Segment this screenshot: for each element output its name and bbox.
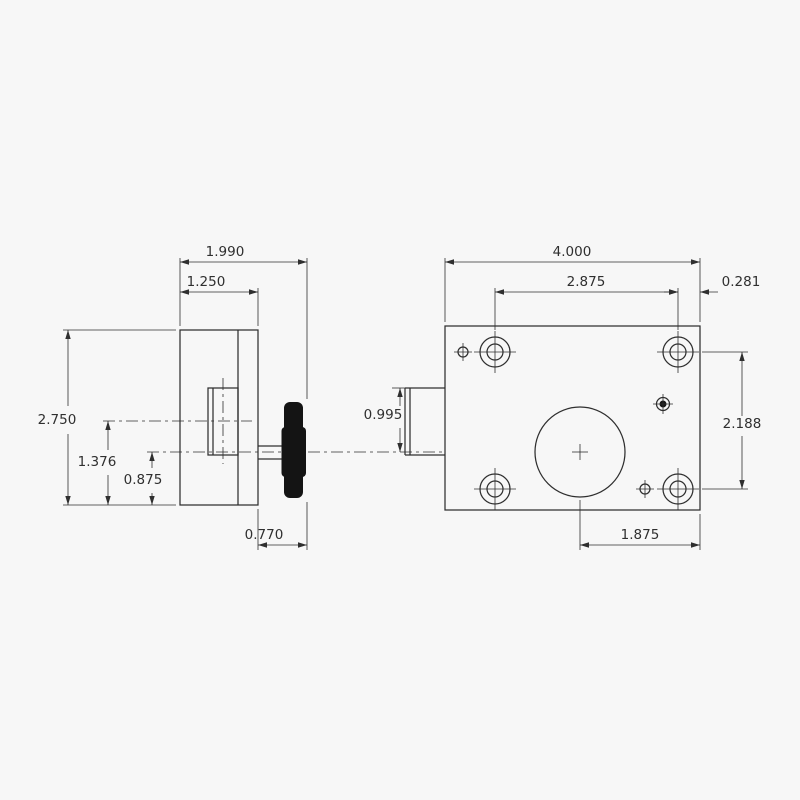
front-view — [404, 325, 701, 511]
dim-label-center-to-right-edge: 1.875 — [621, 527, 660, 543]
dim-label-boss-center-height: 1.376 — [78, 454, 117, 470]
dim-label-hole-spacing-y: 2.188 — [723, 416, 762, 432]
dim-label-knob-protrusion: 0.770 — [245, 527, 284, 543]
side-boss-outline — [207, 387, 239, 456]
front-view-dimensions: 4.000 2.875 0.281 0.995 2.188 1.875 — [364, 244, 762, 550]
small-hole-top-left — [454, 343, 472, 361]
dim-label-right-edge-offset: 0.281 — [722, 274, 761, 290]
dim-label-hole-spacing-x: 2.875 — [567, 274, 606, 290]
front-body-outline — [444, 325, 701, 511]
side-view-dimensions: 1.990 1.250 2.750 1.376 0.875 0.770 — [38, 244, 308, 550]
small-hole-bottom — [636, 480, 654, 498]
filled-dowel-hole — [653, 394, 673, 414]
side-body-outline — [179, 329, 259, 506]
dim-label-side-body-width: 1.250 — [187, 274, 226, 290]
knob-band — [281, 427, 306, 477]
dim-label-front-overall-width: 4.000 — [553, 244, 592, 260]
counterbore-hole-top-right — [657, 331, 699, 373]
knurled-knob-silhouette — [281, 402, 306, 498]
dim-label-boss-top-to-centerline: 0.995 — [364, 407, 403, 423]
side-view — [179, 329, 306, 506]
counterbore-hole-bottom-left — [474, 468, 516, 510]
counterbore-hole-bottom-right — [657, 468, 699, 510]
dim-label-overall-height: 2.750 — [38, 412, 77, 428]
dim-label-side-overall-width: 1.990 — [206, 244, 245, 260]
dim-label-shaft-center-height: 0.875 — [124, 472, 163, 488]
center-bore-circle — [534, 406, 626, 498]
counterbore-hole-top-left — [474, 331, 516, 373]
